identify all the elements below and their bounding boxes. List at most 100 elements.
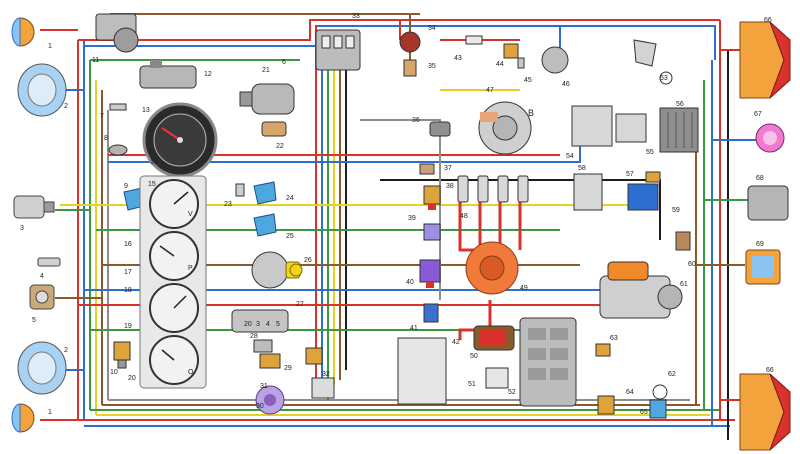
component-label-60: 60 xyxy=(688,261,696,268)
component-54 xyxy=(571,105,613,147)
component-label-39: 39 xyxy=(408,215,416,222)
component-label-7: 7 xyxy=(100,113,104,120)
component-label-65: 65 xyxy=(640,409,648,416)
component-label-53: 53 xyxy=(660,75,668,82)
gauge-letter-p: P xyxy=(188,265,193,272)
component-label-69: 69 xyxy=(756,241,764,248)
component-69 xyxy=(745,249,781,285)
gauge-cluster xyxy=(139,175,207,389)
component-58 xyxy=(573,173,603,211)
terminal-letter-b: B xyxy=(528,108,534,118)
component-51 xyxy=(485,367,509,389)
component-label-48: 48 xyxy=(460,213,468,220)
component-label-6: 6 xyxy=(282,59,286,66)
component-label-9: 9 xyxy=(124,183,128,190)
component-label-8: 8 xyxy=(104,135,108,142)
component-56 xyxy=(659,107,699,153)
component-25 xyxy=(253,213,277,237)
component-label-56: 56 xyxy=(676,101,684,108)
component-43 xyxy=(465,35,483,45)
component-label-47: 47 xyxy=(486,87,494,94)
component-37 xyxy=(419,163,435,175)
component-21 xyxy=(239,83,295,115)
gauge-15 xyxy=(149,179,199,229)
component-28 xyxy=(253,339,273,353)
component-32 xyxy=(311,377,335,399)
gauge-letter-v: V xyxy=(188,211,193,218)
component-label-38: 38 xyxy=(446,183,454,190)
component-24 xyxy=(253,181,277,205)
component-5 xyxy=(29,284,55,310)
component-48-spark-plugs xyxy=(457,175,529,203)
component-label-18: 18 xyxy=(124,287,132,294)
component-label-37: 37 xyxy=(444,165,452,172)
component-label-3: 3 xyxy=(20,225,24,232)
component-label-2-1: 2 xyxy=(64,103,68,110)
component-label-11: 11 xyxy=(92,57,99,64)
component-67 xyxy=(755,123,785,153)
component-label-1-2: 1 xyxy=(48,409,52,416)
component-label-35: 35 xyxy=(428,63,436,70)
component-label-14: 14 xyxy=(150,159,158,166)
component-label-29: 29 xyxy=(284,365,292,372)
component-label-5: 5 xyxy=(32,317,36,324)
component-label-19: 19 xyxy=(124,323,132,330)
component-50 xyxy=(473,325,515,351)
component-label-54: 54 xyxy=(566,153,574,160)
component-label-22: 22 xyxy=(276,143,284,150)
component-label-12: 12 xyxy=(204,71,212,78)
component-label-52: 52 xyxy=(508,389,516,396)
component-label-24: 24 xyxy=(286,195,294,202)
component-1-top xyxy=(11,17,35,47)
component-10 xyxy=(113,341,131,369)
component-63 xyxy=(595,343,611,357)
component-label-49: 49 xyxy=(520,285,528,292)
component-label-59: 59 xyxy=(672,207,680,214)
component-label-43: 43 xyxy=(454,55,462,62)
component-34 xyxy=(399,31,421,53)
component-42 xyxy=(397,337,447,405)
component-38 xyxy=(423,185,441,210)
component-label-46: 46 xyxy=(562,81,570,88)
component-2-bottom xyxy=(17,341,67,395)
switch-pin-5: 5 xyxy=(276,321,280,328)
component-label-31: 31 xyxy=(260,383,268,390)
component-13-speedometer xyxy=(142,102,218,178)
component-label-25: 25 xyxy=(286,233,294,240)
component-label-66-2: 66 xyxy=(766,367,774,374)
component-label-27: 27 xyxy=(296,301,304,308)
component-36 xyxy=(429,121,451,137)
component-label-32: 32 xyxy=(322,371,330,378)
component-2-top xyxy=(17,63,67,117)
component-label-15: 15 xyxy=(148,181,156,188)
component-31-horn xyxy=(255,385,285,415)
component-8 xyxy=(108,144,128,156)
component-label-45: 45 xyxy=(524,77,532,84)
component-label-61: 61 xyxy=(680,281,688,288)
component-30 xyxy=(305,347,323,365)
component-label-26: 26 xyxy=(304,257,312,264)
component-label-50: 50 xyxy=(470,353,478,360)
component-57 xyxy=(645,171,661,183)
component-label-44: 44 xyxy=(496,61,504,68)
component-39 xyxy=(423,223,441,241)
component-26-ignition xyxy=(251,251,303,289)
component-label-10: 10 xyxy=(110,369,118,376)
component-label-64: 64 xyxy=(626,389,634,396)
component-46 xyxy=(541,46,569,74)
component-label-23: 23 xyxy=(224,201,232,208)
component-65 xyxy=(649,399,667,419)
component-label-55: 55 xyxy=(646,149,654,156)
gauge-20 xyxy=(149,335,199,385)
component-label-62: 62 xyxy=(668,371,676,378)
component-64 xyxy=(597,395,615,415)
component-29 xyxy=(259,353,281,369)
component-label-1-1: 1 xyxy=(48,43,52,50)
component-35 xyxy=(403,59,417,77)
component-60 xyxy=(675,231,691,251)
switch-pin-4: 4 xyxy=(266,321,270,328)
component-68 xyxy=(747,185,789,221)
component-label-57: 57 xyxy=(626,171,634,178)
